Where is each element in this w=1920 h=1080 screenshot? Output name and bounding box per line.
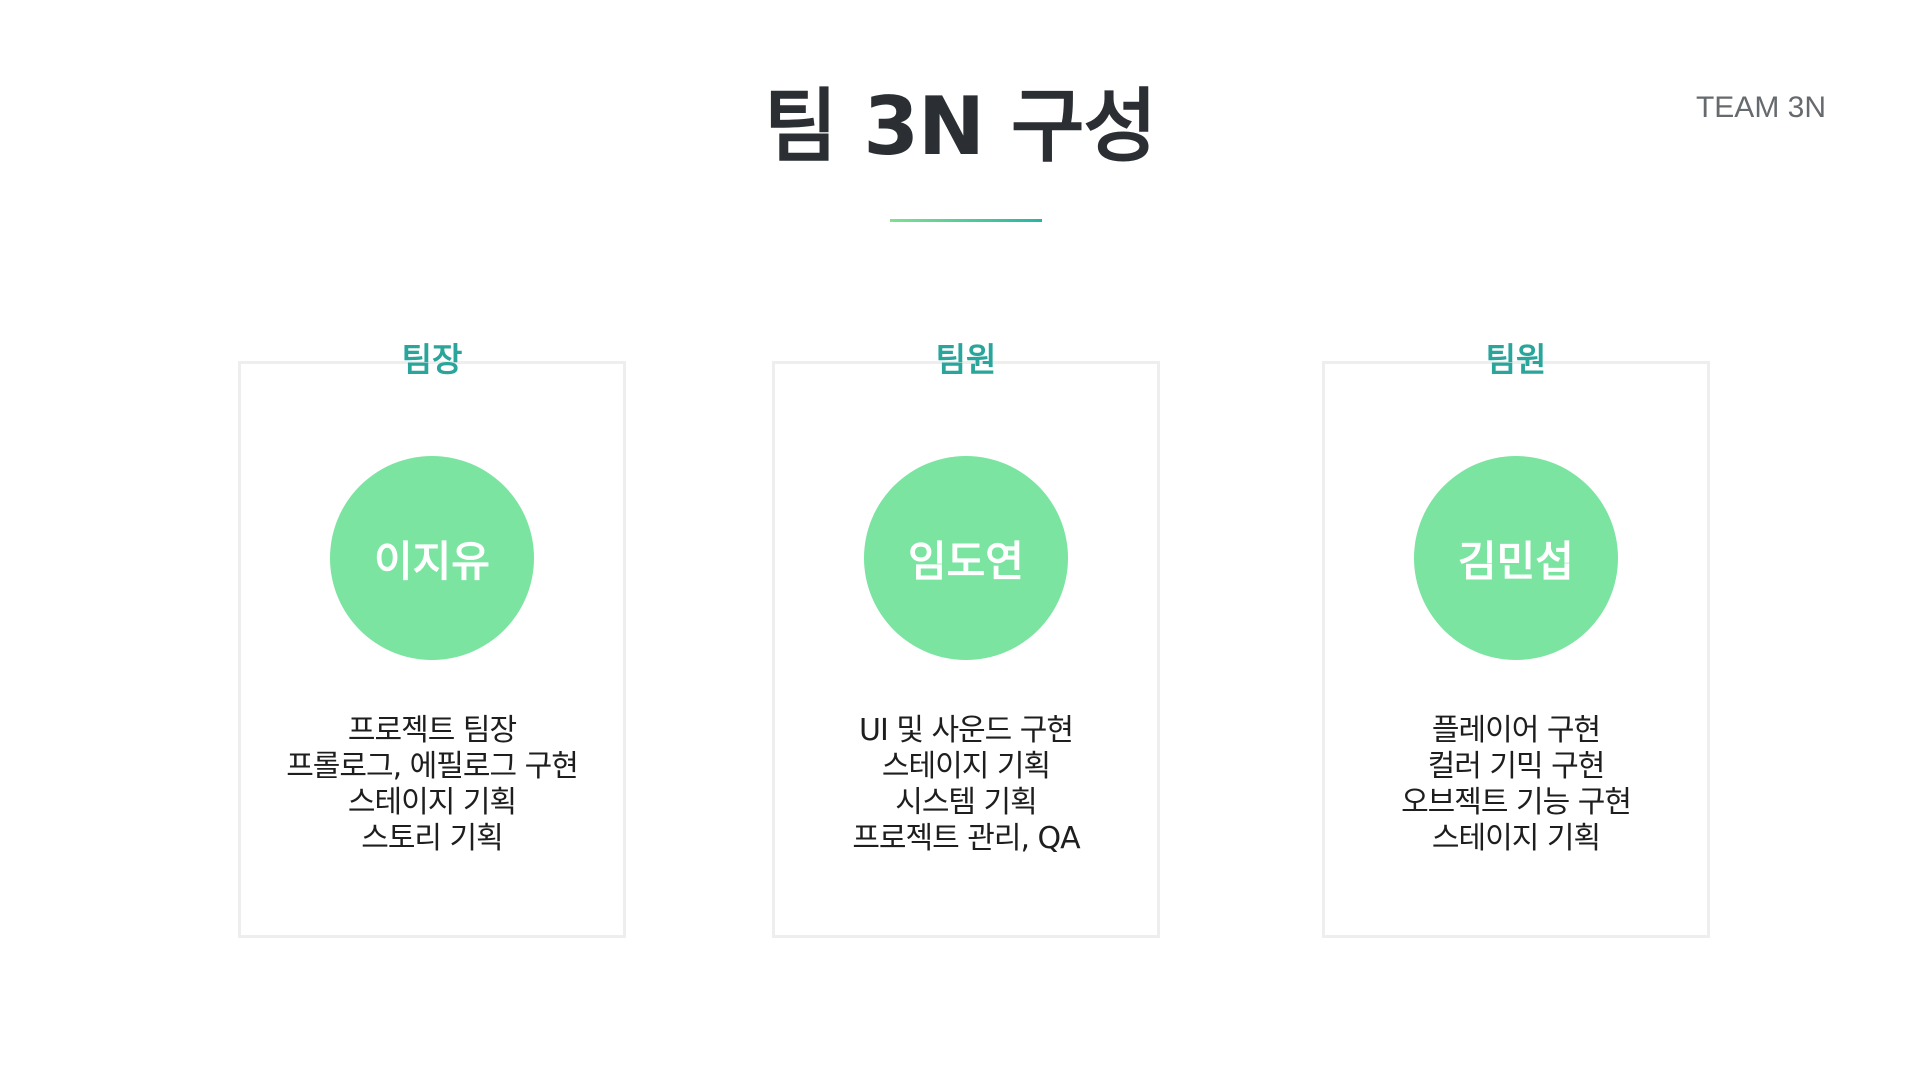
member-name: 이지유 bbox=[374, 536, 490, 586]
duty-item: 프롤로그, 에필로그 구현 bbox=[286, 749, 579, 784]
slide-title: 팀 3N 구성 bbox=[763, 80, 1157, 173]
member-name: 임도연 bbox=[908, 536, 1024, 586]
avatar: 이지유 bbox=[330, 456, 534, 660]
member-role: 팀원 bbox=[1485, 340, 1547, 379]
duty-item: 플레이어 구현 bbox=[1431, 713, 1601, 748]
member-card-member-2: 팀원 김민섭 플레이어 구현 컬러 기믹 구현 오브젝트 기능 구현 스테이지 … bbox=[1322, 340, 1710, 938]
duty-item: UI 및 사운드 구현 bbox=[858, 713, 1074, 748]
member-card-member-1: 팀원 임도연 UI 및 사운드 구현 스테이지 기획 시스템 기획 프로젝트 관… bbox=[772, 340, 1160, 938]
duty-list: UI 및 사운드 구현 스테이지 기획 시스템 기획 프로젝트 관리, QA bbox=[775, 713, 1157, 857]
duty-item: 스테이지 기획 bbox=[1431, 821, 1601, 856]
duty-list: 프로젝트 팀장 프롤로그, 에필로그 구현 스테이지 기획 스토리 기획 bbox=[241, 713, 623, 857]
member-role: 팀장 bbox=[401, 340, 463, 379]
title-underline bbox=[890, 219, 1042, 222]
member-card-leader: 팀장 이지유 프로젝트 팀장 프롤로그, 에필로그 구현 스테이지 기획 스토리… bbox=[238, 340, 626, 938]
duty-item: 프로젝트 팀장 bbox=[347, 713, 517, 748]
duty-item: 시스템 기획 bbox=[895, 785, 1038, 820]
member-role: 팀원 bbox=[935, 340, 997, 379]
member-name: 김민섭 bbox=[1458, 536, 1574, 586]
team-label: TEAM 3N bbox=[1695, 91, 1826, 124]
avatar: 김민섭 bbox=[1414, 456, 1618, 660]
duty-list: 플레이어 구현 컬러 기믹 구현 오브젝트 기능 구현 스테이지 기획 bbox=[1325, 713, 1707, 857]
duty-item: 프로젝트 관리, QA bbox=[852, 821, 1080, 856]
duty-item: 오브젝트 기능 구현 bbox=[1401, 785, 1632, 820]
duty-item: 컬러 기믹 구현 bbox=[1427, 749, 1606, 784]
duty-item: 스테이지 기획 bbox=[347, 785, 517, 820]
avatar: 임도연 bbox=[864, 456, 1068, 660]
duty-item: 스토리 기획 bbox=[361, 821, 504, 856]
duty-item: 스테이지 기획 bbox=[881, 749, 1051, 784]
